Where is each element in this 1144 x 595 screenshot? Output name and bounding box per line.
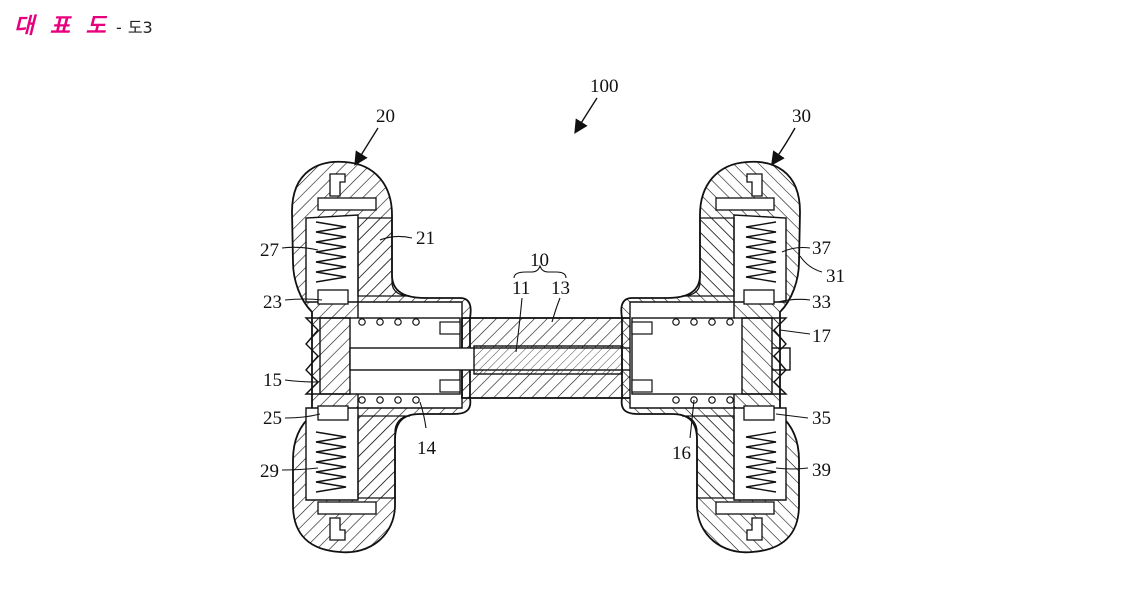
label-29: 29 bbox=[260, 461, 279, 482]
label-11: 11 bbox=[512, 278, 530, 299]
right-unit-housing bbox=[621, 162, 800, 553]
label-35: 35 bbox=[812, 408, 831, 429]
label-20: 20 bbox=[376, 106, 395, 127]
label-27: 27 bbox=[260, 240, 279, 261]
label-31: 31 bbox=[826, 266, 845, 287]
label-15: 15 bbox=[263, 370, 282, 391]
label-14: 14 bbox=[417, 438, 437, 459]
label-21: 21 bbox=[416, 228, 435, 249]
label-100: 100 bbox=[590, 76, 619, 97]
label-33: 33 bbox=[812, 292, 831, 313]
label-37: 37 bbox=[812, 238, 831, 259]
label-23: 23 bbox=[263, 292, 282, 313]
label-10: 10 bbox=[530, 250, 549, 271]
label-13: 13 bbox=[551, 278, 570, 299]
label-25: 25 bbox=[263, 408, 282, 429]
reference-arrows bbox=[358, 98, 795, 160]
label-30: 30 bbox=[792, 106, 811, 127]
label-39: 39 bbox=[812, 460, 831, 481]
label-17: 17 bbox=[812, 326, 831, 347]
label-16: 16 bbox=[672, 443, 691, 464]
